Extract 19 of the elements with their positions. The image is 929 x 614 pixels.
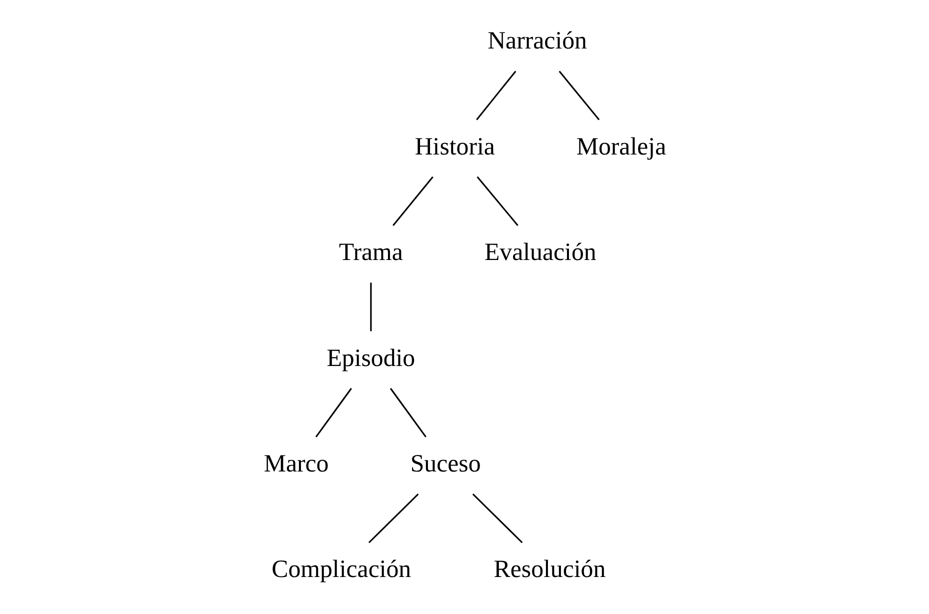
connector [476, 176, 518, 226]
node-text: Resolución [493, 556, 606, 584]
connector [370, 282, 372, 332]
connector [472, 494, 522, 544]
node-text: Historia [414, 133, 494, 160]
node-text: Suceso [410, 450, 480, 478]
node-text: Evaluación [484, 239, 596, 266]
node-text: Episodio [326, 344, 415, 372]
node-text: Complicación [271, 556, 411, 584]
node-text: Trama [338, 239, 402, 266]
node-text: Moraleja [576, 133, 666, 160]
connector [389, 388, 426, 438]
connector [368, 494, 418, 544]
node-text: Marco [263, 450, 328, 478]
connector [392, 176, 433, 226]
connector [558, 70, 600, 120]
connector [476, 70, 516, 120]
connector [314, 388, 352, 438]
node-text: Narración [487, 28, 586, 55]
